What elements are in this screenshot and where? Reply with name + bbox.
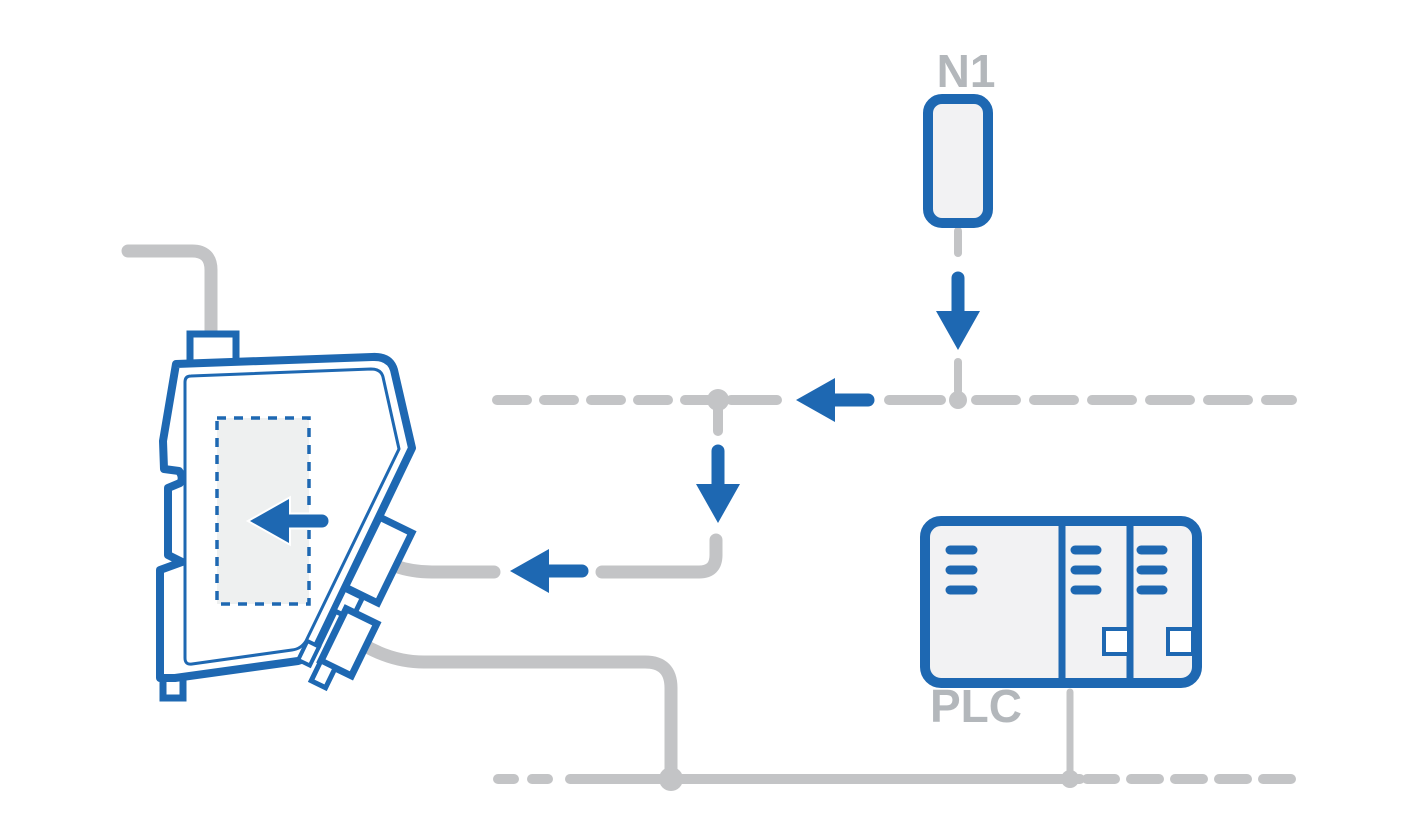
device-label-area — [215, 416, 311, 606]
device-inner-outline — [183, 367, 401, 666]
cable-middle-right — [595, 533, 723, 579]
junction-dot-top-right — [949, 391, 967, 409]
plc-label: PLC — [930, 680, 1022, 732]
flow-arrow-down-n1-icon — [936, 271, 980, 350]
connector-tab-lower — [307, 657, 339, 692]
gateway-device — [156, 330, 417, 702]
latch-square — [295, 638, 322, 669]
flow-arrow-down-junction-icon — [696, 444, 740, 523]
junction-dot-top-left — [707, 389, 729, 411]
device-latch — [295, 638, 322, 669]
cable-top — [121, 244, 218, 345]
plc-terminal-square-1 — [1102, 627, 1131, 656]
network-node-icon — [923, 94, 993, 228]
device-connector-lower — [307, 604, 382, 692]
network-lines — [121, 227, 1297, 784]
cable-lower — [355, 637, 678, 777]
network-node-label: N1 — [937, 45, 996, 97]
flow-arrow-left-cable-icon — [510, 549, 589, 593]
flow-arrow-left-bus-icon — [796, 378, 875, 422]
plc-terminal-square-2 — [1166, 627, 1195, 656]
junction-dot-bottom-right — [1061, 770, 1079, 788]
junction-dots — [659, 389, 1079, 791]
cable-middle-left — [388, 559, 501, 579]
network-node-n1: N1 — [923, 45, 996, 228]
junction-dot-bottom-left — [659, 767, 683, 791]
plc-led-rows — [945, 545, 1168, 595]
plc: PLC — [920, 516, 1202, 732]
